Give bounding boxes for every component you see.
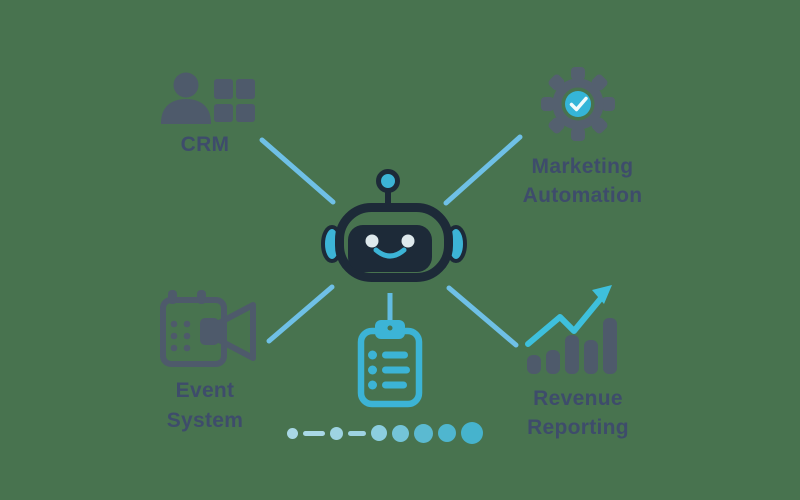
- crm-label: CRM: [155, 130, 255, 159]
- marketing-automation-label-line2: Automation: [522, 184, 643, 207]
- progress-dot: [392, 424, 409, 442]
- progress-dot: [414, 423, 433, 443]
- calendar-megaphone-icon: [160, 290, 256, 367]
- crm-label-text: CRM: [180, 133, 230, 156]
- progress-dot: [461, 422, 483, 444]
- revenue-reporting-label: Revenue Reporting: [513, 384, 643, 442]
- marketing-automation-label: Marketing Automation: [500, 152, 665, 210]
- progress-dash: [348, 430, 366, 436]
- progress-dot: [330, 426, 343, 440]
- chatbot-robot-icon: [321, 169, 467, 282]
- event-system-label-line1: Event: [175, 379, 235, 402]
- person-grid-icon: [161, 72, 255, 124]
- event-system-label-line2: System: [166, 409, 244, 432]
- revenue-reporting-label-line2: Reporting: [527, 416, 629, 439]
- progress-dash: [303, 430, 325, 436]
- progress-dot: [287, 427, 298, 439]
- clipboard-checklist-icon: [357, 293, 423, 408]
- progress-indicator: [283, 420, 487, 446]
- progress-dot: [438, 424, 456, 442]
- marketing-automation-label-line1: Marketing: [531, 155, 634, 178]
- revenue-reporting-label-line1: Revenue: [533, 387, 623, 410]
- gear-check-icon: [541, 67, 615, 141]
- event-system-label: Event System: [155, 376, 255, 436]
- progress-dot: [371, 425, 387, 441]
- bar-chart-growth-icon: [525, 285, 617, 374]
